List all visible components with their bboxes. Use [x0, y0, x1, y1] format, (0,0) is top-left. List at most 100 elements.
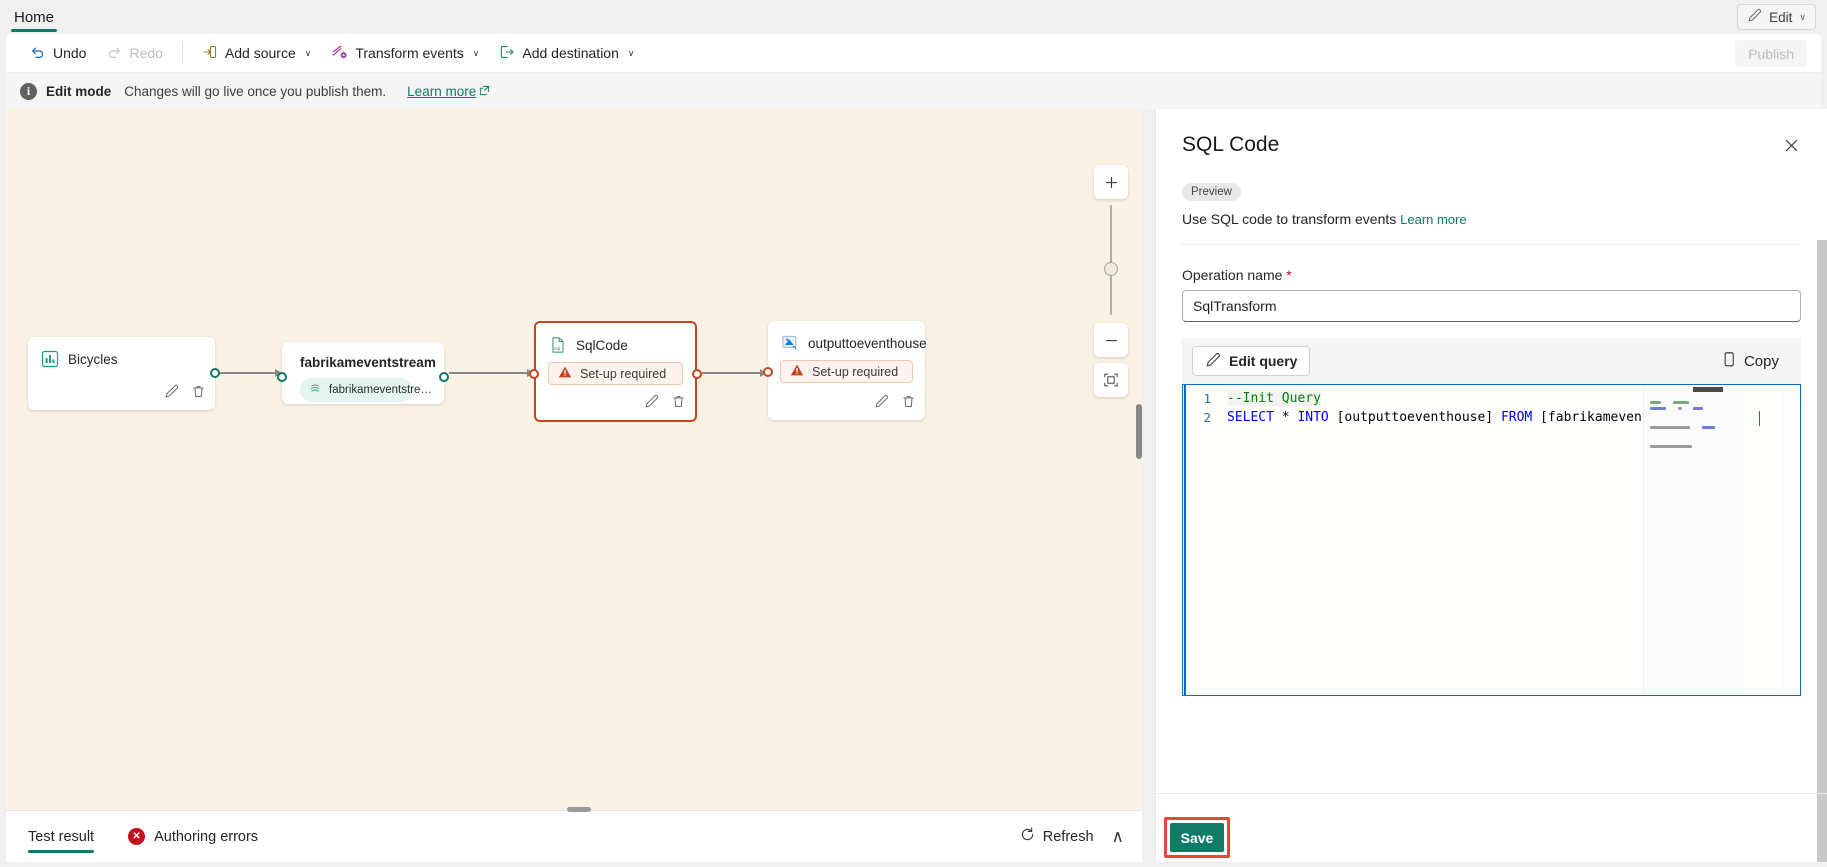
node-status-label: Set-up required [580, 366, 667, 381]
pencil-icon [1205, 352, 1221, 371]
zoom-slider-thumb[interactable] [1104, 262, 1118, 276]
error-icon: ✕ [128, 828, 146, 845]
editor-focus-border-left [1184, 385, 1186, 695]
node-title: sql SqlCode [536, 323, 695, 354]
node-status-badge: Set-up required [548, 362, 683, 385]
fit-to-screen-icon[interactable] [1094, 363, 1128, 397]
line-number: 2 [1203, 410, 1211, 425]
tab-test-result[interactable]: Test result [28, 811, 95, 863]
minimap-slider-indicator [1693, 387, 1723, 392]
tab-test-result-label: Test result [28, 828, 95, 845]
panel-footer-divider [1155, 793, 1827, 794]
edit-node-icon[interactable] [874, 394, 889, 414]
node-output-port[interactable] [439, 372, 449, 382]
sql-code-panel: SQL Code Preview Use SQL code to transfo… [1155, 109, 1827, 867]
minimap-line-1 [1650, 389, 1691, 408]
node-input-port[interactable] [529, 369, 539, 379]
panel-body: Operation name * Edit query Copy [1156, 245, 1827, 696]
refresh-button[interactable]: Refresh [1019, 826, 1094, 847]
copy-button[interactable]: Copy [1713, 346, 1787, 376]
chevron-down-icon: ∨ [304, 47, 312, 58]
delete-node-icon[interactable] [191, 384, 206, 404]
canvas-node-outputtoeventhouse[interactable]: outputtoeventhouse Set-up required [763, 321, 927, 420]
canvas-edge-2 [449, 369, 534, 377]
tab-authoring-errors-label: Authoring errors [154, 828, 259, 845]
zoom-slider-track[interactable] [1104, 205, 1118, 315]
edit-mode-button[interactable]: Edit ∨ [1737, 4, 1816, 30]
publish-label: Publish [1748, 45, 1794, 62]
canvas-edge-3 [702, 369, 767, 377]
panel-learn-more-link[interactable]: Learn more [1400, 212, 1467, 227]
pencil-icon [1747, 8, 1762, 26]
copy-label: Copy [1743, 352, 1779, 370]
add-source-button[interactable]: Add source ∨ [192, 39, 321, 67]
panel-resize-handle[interactable] [567, 807, 591, 812]
sql-code-editor[interactable]: 1 --Init Query 2 SELECT * INTO [outputto… [1182, 384, 1801, 696]
node-actions [874, 394, 916, 414]
preview-badge: Preview [1182, 183, 1241, 201]
tab-authoring-errors[interactable]: ✕ Authoring errors [128, 811, 258, 863]
edit-mode-learn-more-link[interactable]: Learn more [407, 84, 490, 99]
edit-mode-title: Edit mode [46, 83, 112, 99]
refresh-icon [1019, 826, 1036, 847]
panel-title: SQL Code [1182, 133, 1280, 156]
code-line: 2 SELECT * INTO [outputtoeventhouse] FRO… [1183, 408, 1800, 427]
node-label: SqlCode [576, 337, 628, 353]
sql-keyword: INTO [1297, 410, 1329, 425]
sql-file-icon: sql [549, 336, 567, 354]
edit-query-button[interactable]: Edit query [1192, 346, 1311, 376]
canvas-vertical-scrollbar[interactable] [1136, 109, 1142, 810]
canvas-scrollbar-thumb[interactable] [1136, 404, 1142, 459]
tab-home[interactable]: Home [0, 0, 68, 34]
panel-vertical-scrollbar[interactable] [1817, 240, 1827, 867]
delete-node-icon[interactable] [901, 394, 916, 414]
chevron-down-icon: ∨ [1799, 11, 1806, 22]
canvas-node-bicycles[interactable]: Bicycles [28, 337, 220, 410]
collapse-panel-icon[interactable]: ∧ [1111, 826, 1124, 846]
close-icon[interactable] [1777, 131, 1805, 159]
edit-node-icon[interactable] [644, 394, 659, 414]
zoom-out-button[interactable] [1094, 323, 1128, 357]
eventstream-canvas[interactable]: Bicycles fabrikameventstream [6, 109, 1142, 810]
line-number: 1 [1203, 391, 1211, 406]
node-input-port[interactable] [277, 372, 287, 382]
tab-home-label: Home [14, 8, 55, 26]
chart-source-icon [41, 350, 59, 368]
add-destination-icon [499, 44, 515, 63]
operation-name-input[interactable] [1182, 290, 1801, 322]
add-destination-button[interactable]: Add destination ∨ [489, 39, 644, 67]
save-button-highlight: Save [1164, 817, 1230, 858]
warning-icon [790, 363, 804, 380]
node-actions [644, 394, 686, 414]
edit-node-icon[interactable] [164, 384, 179, 404]
node-title: Bicycles [28, 337, 215, 368]
refresh-label: Refresh [1042, 828, 1094, 845]
redo-label: Redo [129, 45, 163, 61]
eventhouse-icon [781, 334, 799, 352]
canvas-node-fabrikameventstream[interactable]: fabrikameventstream fabrikameventstre… [277, 342, 449, 404]
ribbon-tabstrip: Home Edit ∨ [0, 0, 1827, 34]
node-output-port[interactable] [692, 369, 702, 379]
delete-node-icon[interactable] [671, 394, 686, 414]
edit-mode-message: Changes will go live once you publish th… [124, 83, 387, 99]
node-actions [164, 384, 206, 404]
editor-minimap[interactable] [1643, 385, 1743, 695]
transform-events-button[interactable]: Transform events ∨ [321, 39, 489, 67]
add-destination-label: Add destination [522, 45, 619, 61]
minimap-line-2 [1650, 395, 1743, 452]
node-output-port[interactable] [210, 368, 220, 378]
svg-text:sql: sql [554, 346, 560, 352]
panel-divider [1182, 244, 1801, 245]
canvas-node-sqlcode[interactable]: sql SqlCode Set-up required [529, 321, 702, 422]
save-button[interactable]: Save [1170, 823, 1224, 852]
zoom-in-button[interactable] [1094, 165, 1128, 199]
panel-description: Use SQL code to transform events Learn m… [1182, 211, 1467, 227]
undo-button[interactable]: Undo [20, 39, 96, 67]
node-input-port[interactable] [763, 367, 773, 377]
transform-events-label: Transform events [355, 45, 464, 61]
window-footer-strip [0, 862, 1827, 867]
eventstream-pill-label: fabrikameventstre… [329, 384, 432, 396]
undo-label: Undo [53, 45, 87, 61]
editor-minimap-slider[interactable] [1782, 385, 1800, 695]
